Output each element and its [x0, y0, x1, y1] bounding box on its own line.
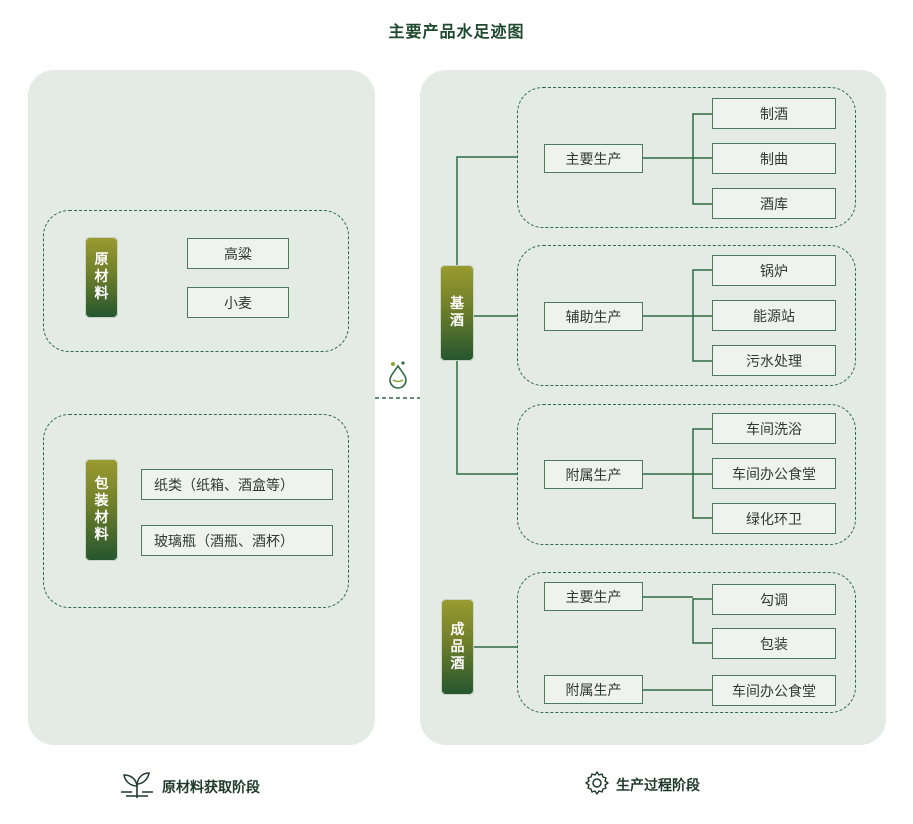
ancillary-production-group [517, 404, 856, 545]
item-greening-sanitation: 绿化环卫 [712, 503, 836, 534]
finished-main-production-box: 主要生产 [544, 582, 643, 611]
item-sewage-treatment: 污水处理 [712, 345, 836, 376]
ancillary-production-box: 附属生产 [544, 460, 643, 489]
raw-material-group [43, 210, 349, 352]
item-finished-office-canteen: 车间办公食堂 [712, 675, 836, 706]
item-liquor-making: 制酒 [712, 98, 836, 129]
finished-production-group [517, 572, 856, 713]
item-boiler: 锅炉 [712, 255, 836, 286]
production-stage-footer: 生产过程阶段 [584, 770, 700, 800]
production-stage-label: 生产过程阶段 [616, 778, 700, 794]
raw-stage-footer: 原材料获取阶段 [118, 770, 260, 804]
finished-ancillary-production-box: 附属生产 [544, 675, 643, 704]
auxiliary-production-box: 辅助生产 [544, 302, 643, 331]
item-packaging: 包装 [712, 628, 836, 659]
auxiliary-production-group [517, 245, 856, 386]
item-paper: 纸类（纸箱、酒盒等） [141, 469, 333, 500]
item-wheat: 小麦 [187, 287, 289, 318]
raw-material-tag: 原 材 料 [85, 237, 118, 318]
finished-liquor-tag: 成 品 酒 [441, 599, 474, 695]
base-liquor-tag: 基 酒 [440, 265, 474, 361]
item-liquor-storage: 酒库 [712, 188, 836, 219]
raw-material-panel [28, 70, 375, 745]
item-sorghum: 高粱 [187, 238, 289, 269]
water-drop-icon [384, 360, 412, 390]
main-production-group [517, 87, 856, 228]
main-production-box: 主要生产 [544, 144, 643, 173]
item-energy-station: 能源站 [712, 300, 836, 331]
packaging-material-group [43, 414, 349, 608]
item-koji-making: 制曲 [712, 143, 836, 174]
gear-icon [584, 770, 610, 800]
item-workshop-office-canteen: 车间办公食堂 [712, 458, 836, 489]
diagram-title: 主要产品水足迹图 [388, 22, 525, 41]
packaging-material-tag: 包 装 材 料 [85, 459, 118, 561]
item-blending: 勾调 [712, 584, 836, 615]
item-glass-bottle: 玻璃瓶（酒瓶、酒杯） [141, 525, 333, 556]
item-workshop-bath: 车间洗浴 [712, 413, 836, 444]
sprout-icon [118, 770, 156, 804]
raw-stage-label: 原材料获取阶段 [162, 780, 260, 796]
